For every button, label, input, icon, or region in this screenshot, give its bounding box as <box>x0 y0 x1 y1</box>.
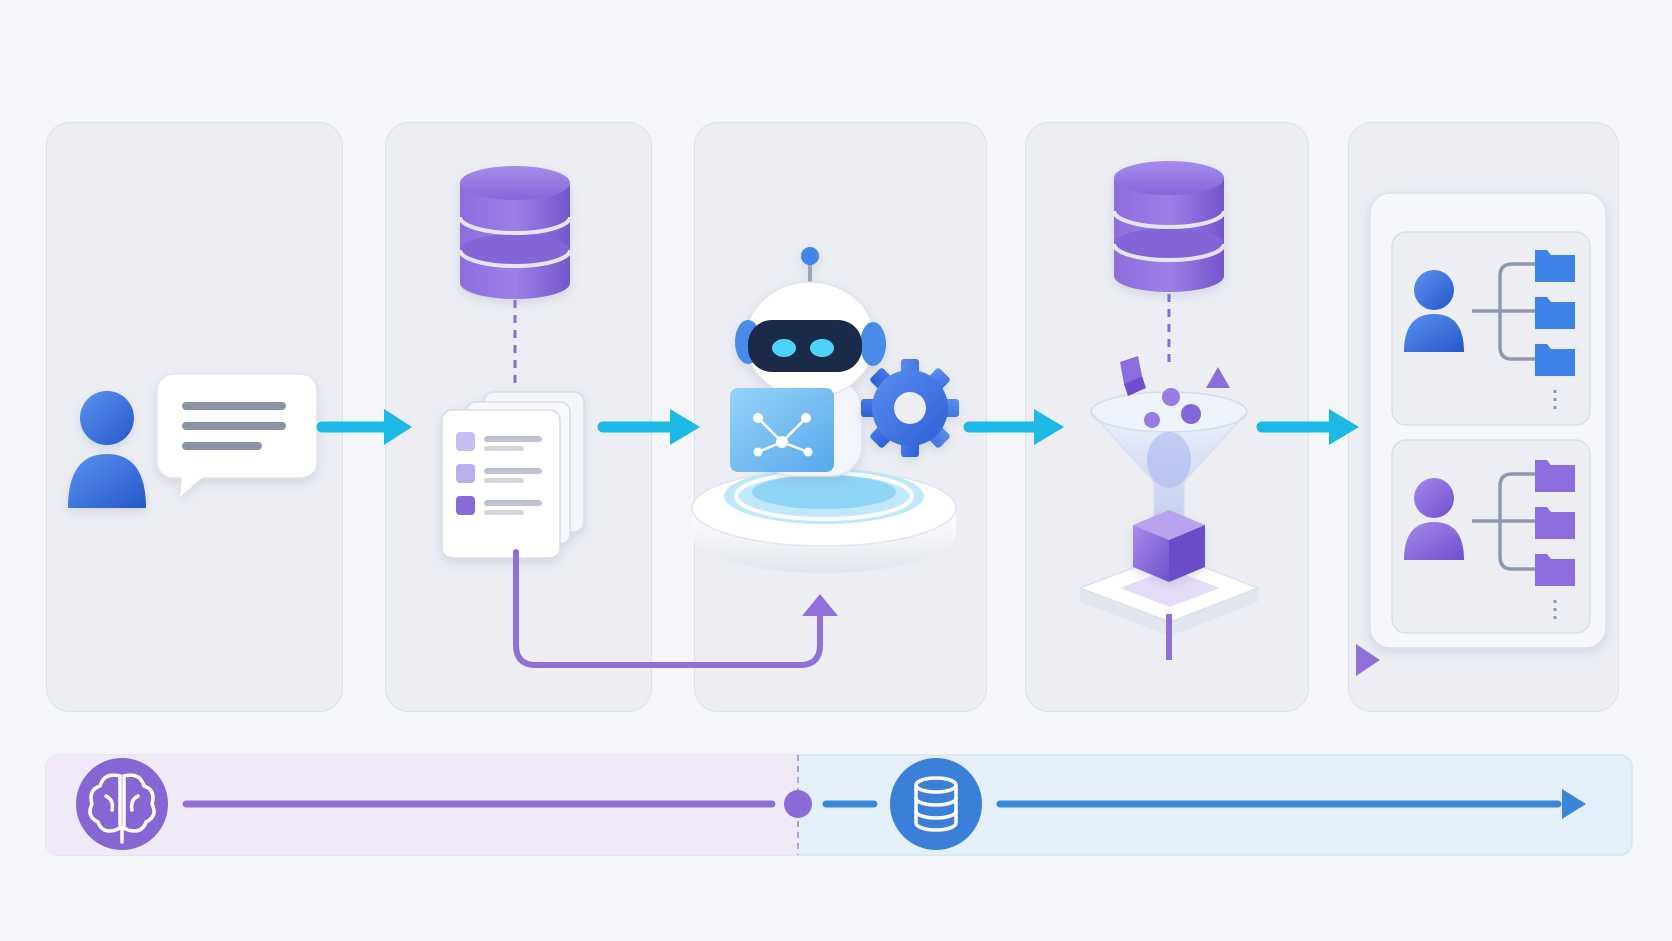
bottom-timeline-bar <box>45 754 1633 856</box>
chat-bubble-icon <box>156 373 318 497</box>
database-icon-stage4 <box>1112 161 1226 292</box>
data-shapes-icon <box>1120 356 1230 428</box>
brain-icon <box>76 758 168 850</box>
timeline-arrowhead <box>1562 789 1586 819</box>
documents-icon <box>441 391 585 559</box>
flow-arrow-1 <box>316 409 412 445</box>
output-card-blue <box>1391 231 1591 426</box>
funnel-icon <box>1090 391 1248 526</box>
database-icon-stage2 <box>458 166 572 299</box>
gear-icon <box>861 359 959 457</box>
filter-base <box>1077 553 1261 636</box>
cube-icon <box>1133 510 1205 582</box>
flow-arrow-2 <box>597 409 700 445</box>
user-icon <box>68 391 146 508</box>
network-screen-icon <box>730 388 834 472</box>
output-arrowhead <box>1356 644 1380 676</box>
feedback-arrowhead-up <box>802 594 838 616</box>
output-card-purple <box>1391 439 1591 634</box>
purple-feedback-path <box>513 549 823 668</box>
flow-arrow-3 <box>963 409 1064 445</box>
timeline-node <box>784 790 812 818</box>
folder-icons-purple <box>1535 460 1575 586</box>
folder-icons-blue <box>1535 250 1575 376</box>
platform-base <box>691 468 957 573</box>
user-icon-blue <box>1404 270 1464 352</box>
flow-arrow-4 <box>1256 409 1359 445</box>
user-icon-purple <box>1404 478 1464 560</box>
database-icon-bottom <box>890 758 982 850</box>
